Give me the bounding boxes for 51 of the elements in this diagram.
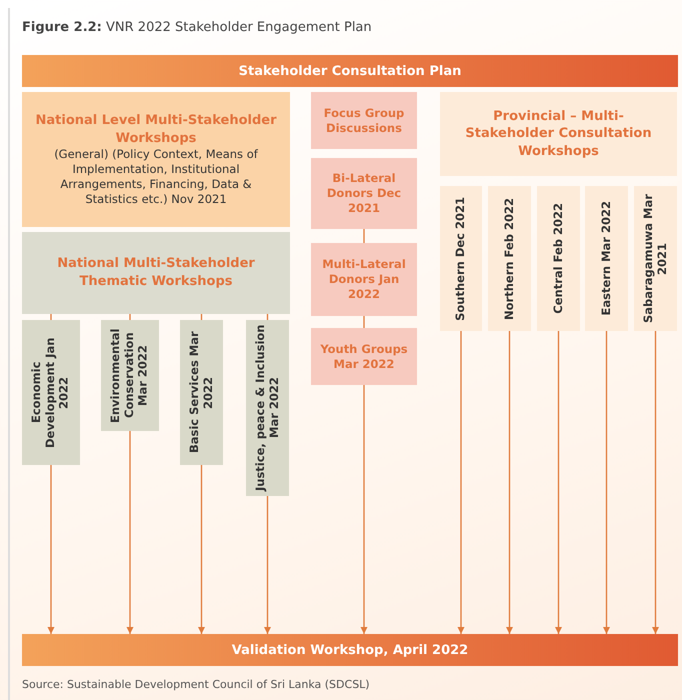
activity-box <box>22 320 80 465</box>
workshop-box <box>22 92 290 227</box>
connector-line <box>363 316 365 328</box>
activity-box <box>585 186 628 331</box>
arrow <box>198 465 205 634</box>
activity-box <box>101 320 159 431</box>
connector-line <box>363 229 365 243</box>
box-heading: National Level Multi-Stakeholder Workshops <box>34 112 278 148</box>
activity-box <box>440 186 482 331</box>
activity-box <box>634 186 677 331</box>
box-heading: Northern Feb 2022 <box>502 198 516 320</box>
arrow <box>603 331 610 634</box>
box-text: (General) (Policy Context, Means of Implementation, Institutional Arrangements, Financing, Data & Statistics etc.) Nov 2021 <box>53 147 259 207</box>
box-heading: Focus Group Discussions <box>322 106 406 136</box>
arrow <box>48 465 54 634</box>
header-banner <box>22 634 678 666</box>
arrow <box>126 431 134 634</box>
box-heading: Southern Dec 2021 <box>454 196 468 320</box>
box-heading: National Multi-Stakeholder Thematic Workshops <box>56 255 256 291</box>
arrow <box>555 331 562 634</box>
box-heading: Bi-Lateral Donors Dec 2021 <box>326 171 402 216</box>
source-note: Source: Sustainable Development Council of Sri Lanka (SDCSL) <box>22 678 370 691</box>
activity-box <box>311 158 417 229</box>
banner-text: Stakeholder Consultation Plan <box>238 64 462 78</box>
arrow <box>458 331 464 634</box>
box-heading: Sabaragamuwa Mar 2021 <box>642 193 670 325</box>
activity-box <box>537 186 580 331</box>
activity-box <box>311 243 417 316</box>
arrow <box>360 385 368 634</box>
workshop-box <box>440 92 677 176</box>
banner-text: Validation Workshop, April 2022 <box>232 642 468 658</box>
box-heading: Central Feb 2022 <box>552 203 566 314</box>
box-heading: Multi-Lateral Donors Jan 2022 <box>321 257 407 302</box>
activity-box <box>246 320 289 496</box>
box-heading: Justice, peace & Inclusion Mar 2022 <box>254 324 282 494</box>
activity-box <box>488 186 531 331</box>
box-heading: Eastern Mar 2022 <box>600 201 614 316</box>
activity-box <box>311 92 417 149</box>
workshop-box <box>22 232 290 314</box>
arrow <box>264 496 271 634</box>
arrow <box>652 331 659 634</box>
activity-box <box>311 328 417 385</box>
box-heading: Basic Services Mar 2022 <box>188 330 216 456</box>
box-heading: Economic Development Jan 2022 <box>30 336 72 450</box>
arrow <box>506 331 513 634</box>
box-heading: Environmental Conservation Mar 2022 <box>109 327 151 425</box>
box-heading: Provincial – Multi- Stakeholder Consultation Workshops <box>464 108 653 160</box>
header-banner <box>22 55 678 87</box>
box-heading: Youth Groups Mar 2022 <box>319 342 409 372</box>
figure-title: Figure 2.2: VNR 2022 Stakeholder Engagement Plan <box>22 20 372 35</box>
activity-box <box>180 320 223 465</box>
